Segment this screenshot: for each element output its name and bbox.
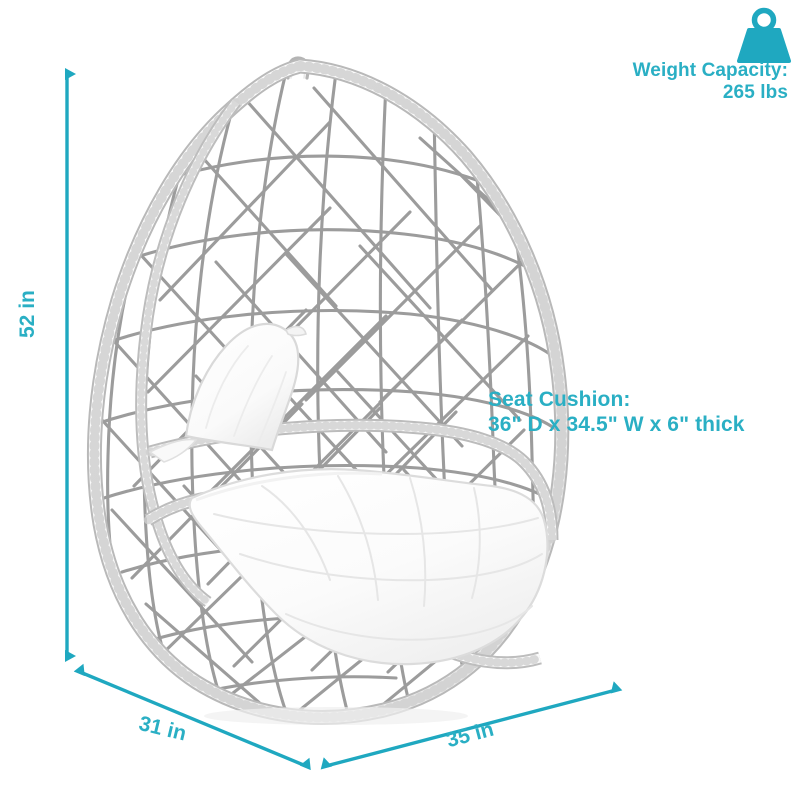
chair-inner-back-edge (135, 98, 241, 607)
weight-capacity-value: 265 lbs (722, 82, 788, 104)
seat-cushion-graphic (188, 468, 549, 666)
dimension-label-height: 52 in (16, 290, 39, 338)
seat-cushion-block: Seat Cushion: 36" D x 34.5" W x 6" thick (488, 388, 745, 438)
seat-cushion-label: Seat Cushion: (488, 388, 631, 411)
lower-cushion-edge (148, 438, 198, 463)
dimension-line-depth (73, 663, 311, 771)
dimension-line-width (320, 681, 623, 770)
seat-cushion-value: 36" D x 34.5" W x 6" thick (488, 412, 745, 436)
weight-capacity-block: Weight Capacity: 265 lbs (633, 60, 788, 105)
weight-capacity-label: Weight Capacity: (632, 60, 788, 81)
head-pillow-graphic (184, 322, 307, 452)
